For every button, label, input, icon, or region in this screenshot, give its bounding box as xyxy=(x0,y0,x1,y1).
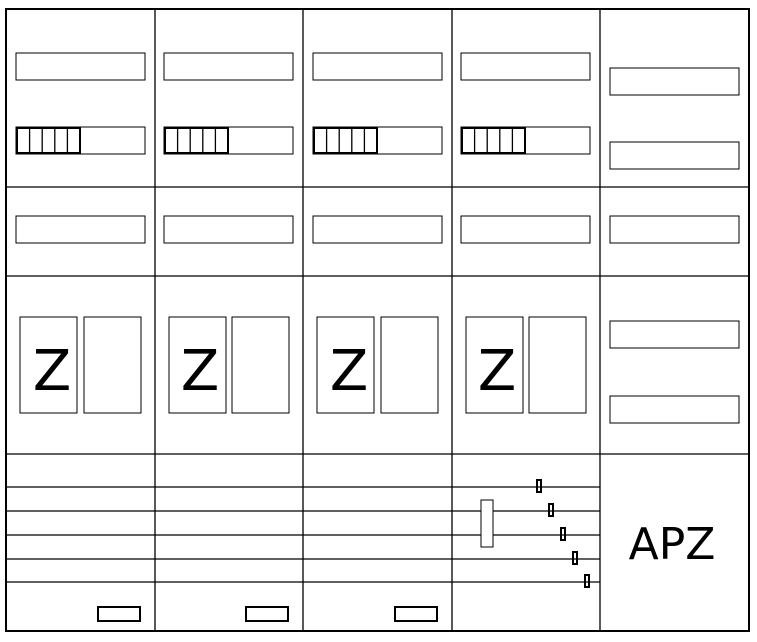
meter-field: Z xyxy=(316,316,439,414)
circuit-breaker-block xyxy=(313,127,378,154)
meter-label: Z xyxy=(330,339,368,404)
meter-field: Z xyxy=(168,316,290,414)
apz-label: APZ xyxy=(629,519,716,570)
meter-field: Z xyxy=(465,316,587,414)
side-panel-rails xyxy=(609,67,740,424)
circuit-breaker-block xyxy=(164,127,229,154)
cabinet-frame xyxy=(5,8,750,632)
terminal-strips xyxy=(15,126,591,155)
meter-label: Z xyxy=(478,339,516,404)
meter-label: Z xyxy=(33,339,71,404)
column-dividers xyxy=(154,9,601,631)
cover-plates xyxy=(97,606,438,622)
top-field-rails xyxy=(15,52,591,81)
circuit-breaker-block xyxy=(461,127,526,154)
row-dividers xyxy=(6,186,749,455)
second-row-rails xyxy=(15,215,591,244)
busbar-connector xyxy=(480,479,590,588)
meter-field: Z xyxy=(19,316,142,414)
circuit-breaker-block xyxy=(16,127,81,154)
busbar-lines xyxy=(6,486,600,583)
meter-label: Z xyxy=(181,339,219,404)
